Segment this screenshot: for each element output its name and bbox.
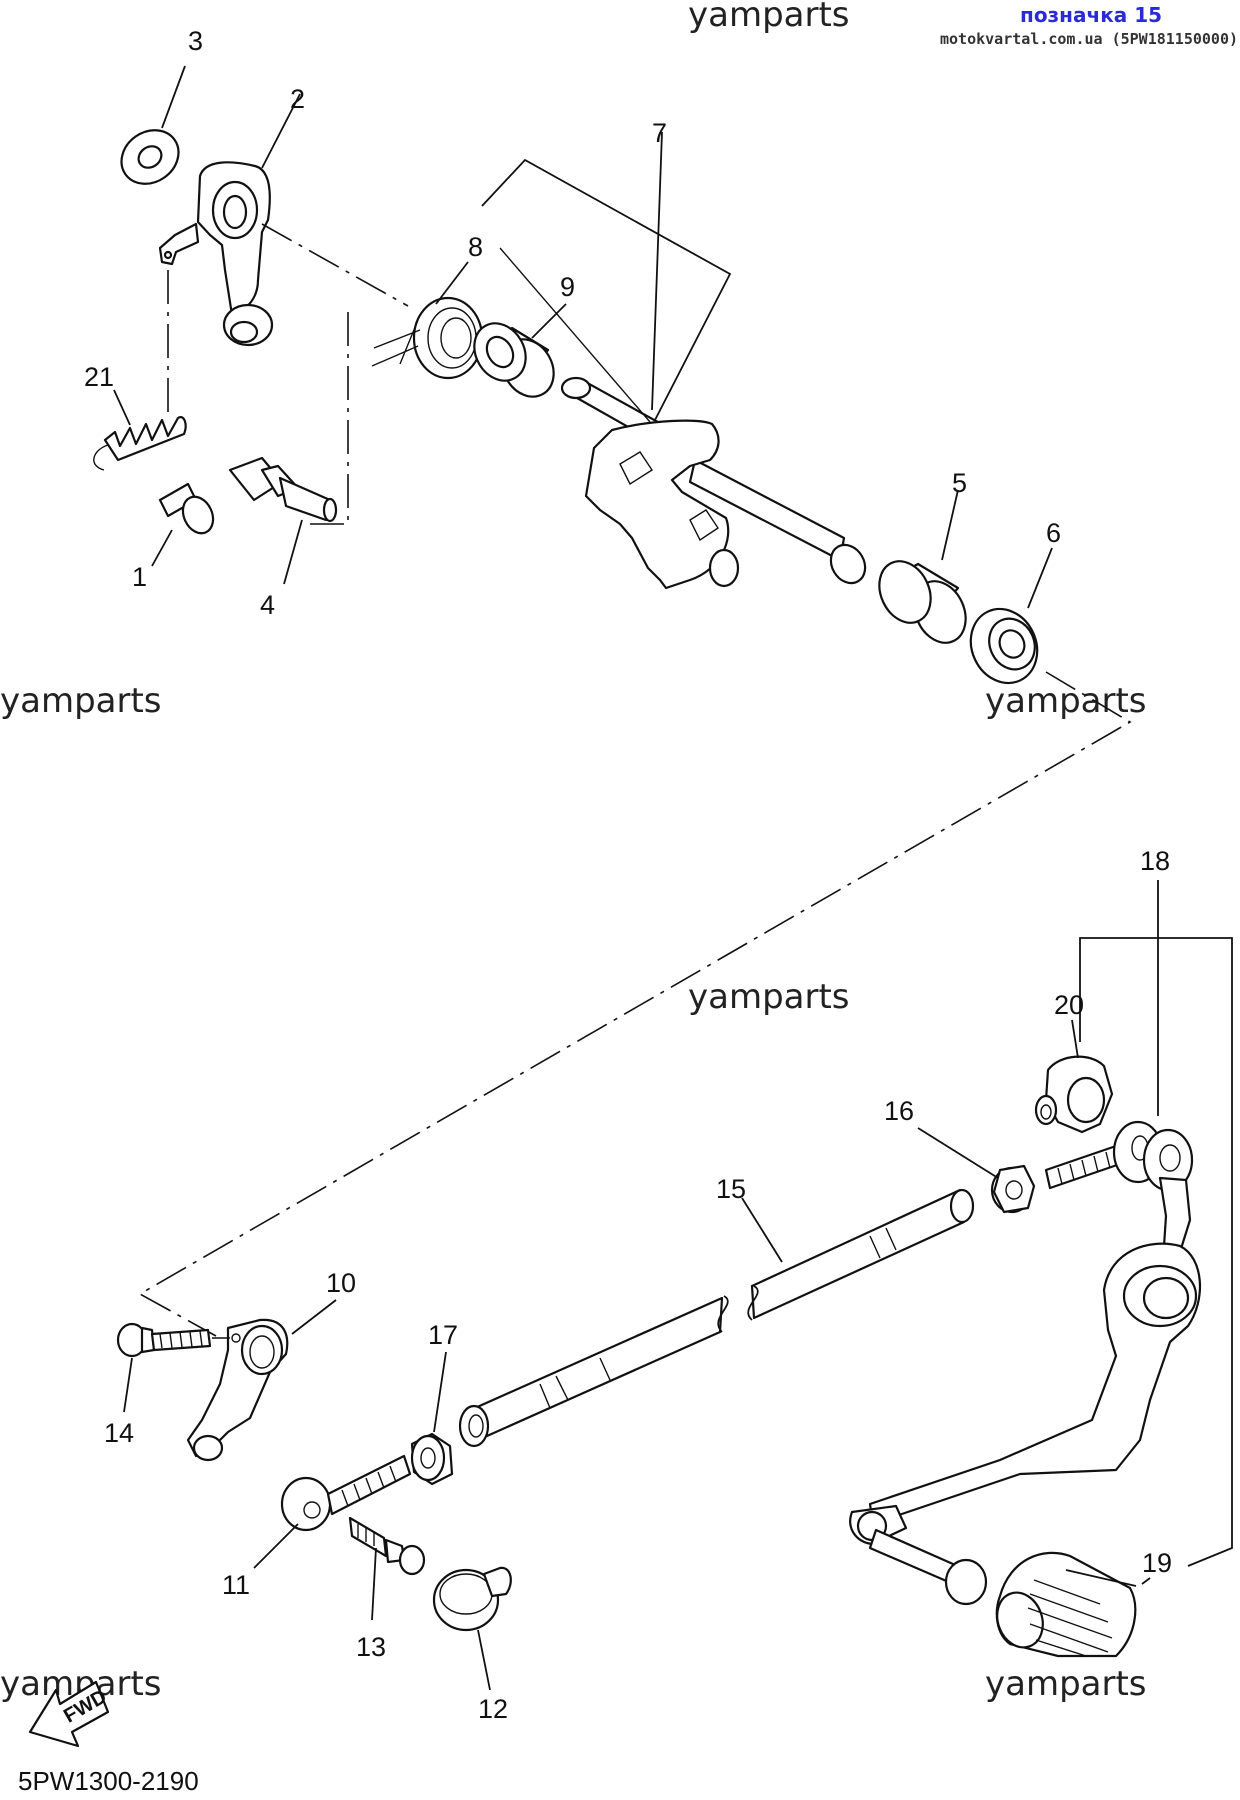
header-source: motokvartal.com.ua (5PW181150000) xyxy=(940,30,1238,48)
callout-15: 15 xyxy=(716,1174,746,1204)
callout-9: 9 xyxy=(560,272,575,302)
callout-16: 16 xyxy=(884,1096,914,1126)
callout-20: 20 xyxy=(1054,990,1084,1020)
part-5-collar xyxy=(878,560,967,644)
callout-8: 8 xyxy=(468,232,483,262)
callout-18: 18 xyxy=(1140,846,1170,876)
diagram-code: 5PW1300-2190 xyxy=(18,1766,199,1796)
part-12-cap xyxy=(432,1566,512,1632)
callout-6: 6 xyxy=(1046,518,1061,548)
callout-7: 7 xyxy=(652,118,667,148)
part-17-locknut xyxy=(410,1432,454,1486)
callout-19: 19 xyxy=(1142,1548,1172,1578)
header-title: позначка 15 xyxy=(1020,3,1162,27)
part-14-bolt xyxy=(116,1322,241,1358)
callout-12: 12 xyxy=(478,1694,508,1724)
part-19-shift-pedal xyxy=(849,1128,1202,1606)
part-21-spring xyxy=(93,416,187,471)
part-15-shift-rod xyxy=(458,1188,975,1448)
part-11-rod-end xyxy=(280,1454,412,1532)
part-7-shift-shaft xyxy=(560,376,867,590)
callout-14: 14 xyxy=(104,1418,134,1448)
part-16-locknut xyxy=(990,1164,1036,1214)
part-13-bolt xyxy=(348,1516,426,1576)
callout-5: 5 xyxy=(952,468,967,498)
watermark-top: yamparts xyxy=(688,0,850,35)
part-2-stopper-lever xyxy=(158,161,274,347)
part-3-washer xyxy=(120,129,180,185)
callout-3: 3 xyxy=(188,26,203,56)
part-9-collar xyxy=(473,322,555,398)
part-6-oil-seal xyxy=(969,607,1039,685)
watermark-center: yamparts xyxy=(688,977,850,1017)
part-8-torsion-spring xyxy=(371,296,484,380)
callout-13: 13 xyxy=(356,1632,386,1662)
watermark-right-upper: yamparts xyxy=(985,681,1147,721)
watermark-left-upper: yamparts xyxy=(0,681,162,721)
callout-17: 17 xyxy=(428,1320,458,1350)
callout-1: 1 xyxy=(132,562,147,592)
callout-2: 2 xyxy=(290,84,305,114)
part-19-pedal-rubber xyxy=(995,1551,1137,1658)
watermark-right-lower: yamparts xyxy=(985,1664,1147,1704)
callout-4: 4 xyxy=(260,590,275,620)
callout-10: 10 xyxy=(326,1268,356,1298)
callout-21: 21 xyxy=(84,362,114,392)
callout-11: 11 xyxy=(222,1570,250,1600)
part-4-stud xyxy=(228,456,338,523)
part-10-shift-arm xyxy=(186,1318,289,1462)
part-20-boot xyxy=(1034,1055,1114,1134)
part-1-pin xyxy=(158,482,215,535)
